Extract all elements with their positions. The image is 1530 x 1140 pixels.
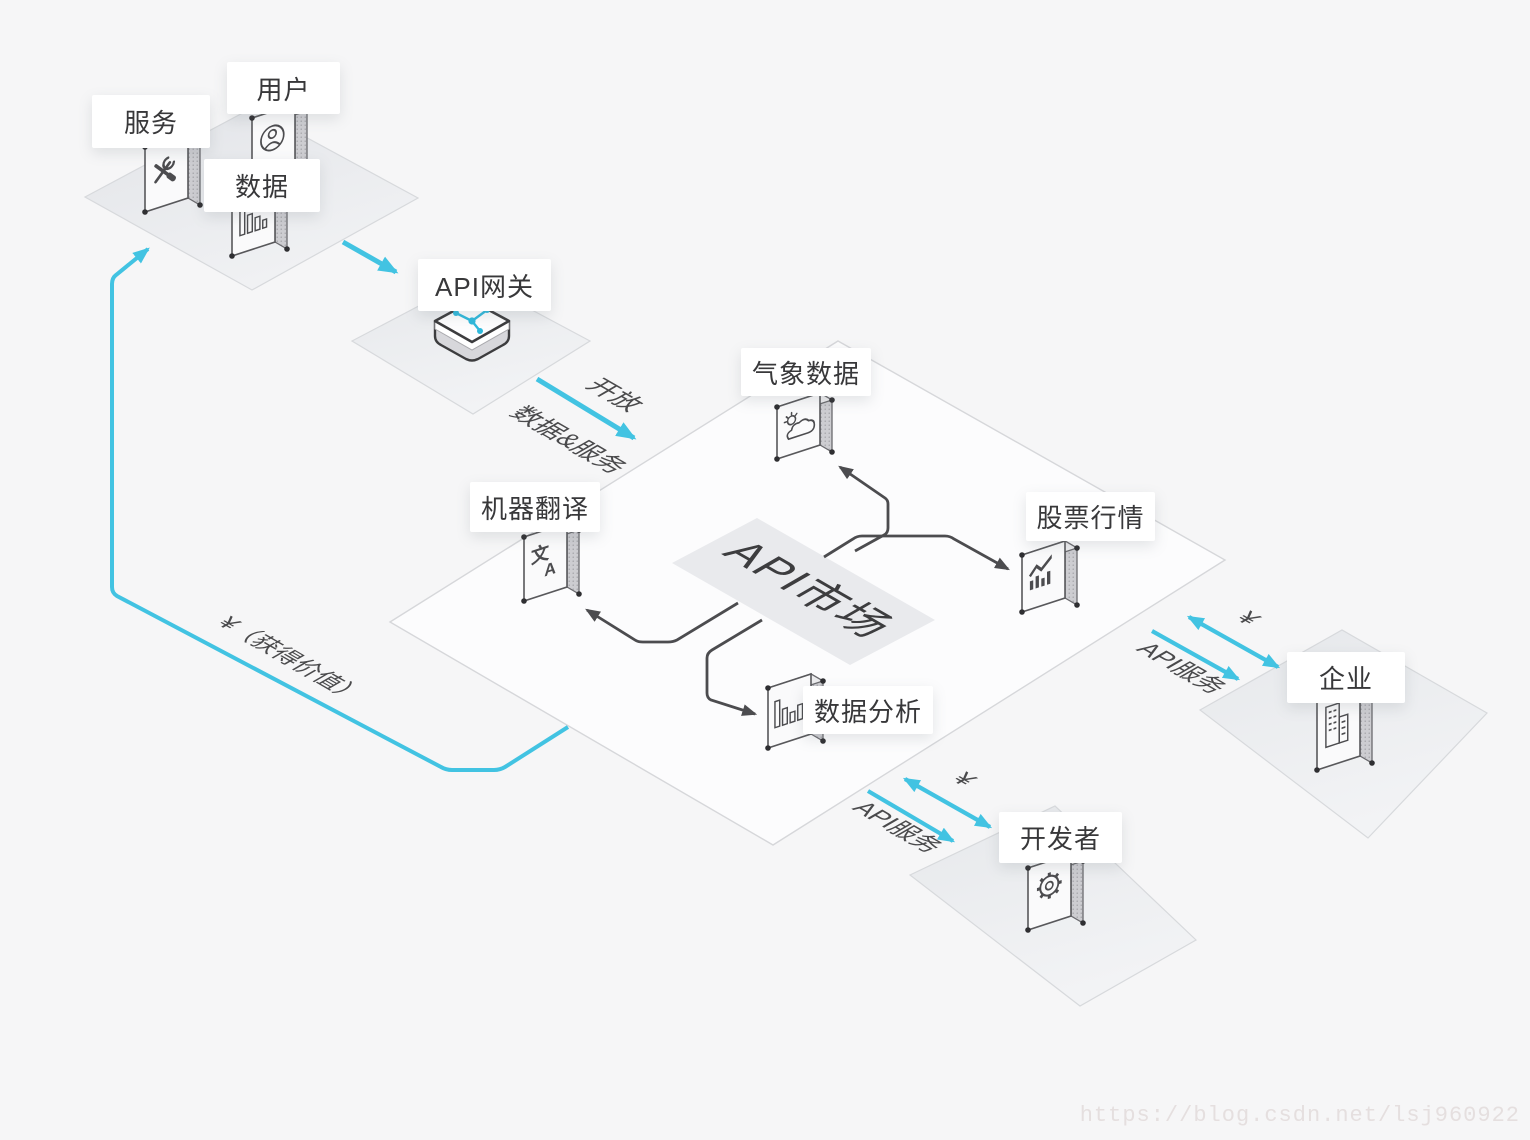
sun-cloud-icon: [783, 411, 816, 441]
cyan-flows: [110, 239, 1281, 843]
label-user: 用户: [227, 62, 340, 114]
connector-to-stock: [823, 534, 1010, 571]
tools-icon: [154, 156, 176, 184]
user-icon: [260, 124, 285, 152]
gear-icon: [1036, 872, 1062, 900]
bar-analysis-icon: [774, 699, 804, 729]
enterprise-currency-label: ¥: [1229, 607, 1266, 629]
stock-chart-icon: [1028, 554, 1052, 591]
flow-developer-service: [866, 789, 956, 843]
connector-to-translate: [585, 601, 739, 644]
building-icon: [1325, 702, 1349, 749]
label-data: 数据: [204, 159, 320, 212]
flow-provider-to-gateway: [341, 239, 399, 275]
open-label-line2: 数据&服务: [503, 402, 634, 478]
flow-enterprise-service: [1150, 629, 1241, 681]
market-connectors: [585, 465, 1010, 716]
label-api-gateway: API网关: [418, 259, 551, 311]
panel-stock: [1019, 539, 1080, 615]
translate-icon: 文 A: [531, 540, 556, 581]
connector-to-weather: [838, 465, 890, 553]
label-developer: 开发者: [999, 812, 1122, 863]
label-weather-data: 气象数据: [741, 348, 871, 396]
developer-currency-label: ¥: [945, 768, 982, 790]
label-data-analysis: 数据分析: [803, 686, 933, 734]
connector-to-analysis: [705, 618, 763, 716]
label-enterprise: 企业: [1287, 652, 1405, 703]
flow-enterprise-currency: [1186, 615, 1281, 669]
panel-weather: [774, 391, 835, 462]
watermark-url: https://blog.csdn.net/lsj960922: [1079, 1103, 1520, 1128]
svg-text:A: A: [544, 558, 556, 581]
flow-value-return: [110, 247, 570, 772]
gateway-box: [433, 299, 511, 362]
panel-service: [142, 131, 203, 215]
svg-text:文: 文: [531, 540, 550, 569]
label-machine-translation: 机器翻译: [470, 482, 600, 532]
label-stock-quotes: 股票行情: [1026, 492, 1155, 541]
flow-gateway-to-market: [535, 376, 637, 441]
label-service: 服务: [92, 95, 210, 148]
flow-developer-currency: [902, 777, 993, 829]
